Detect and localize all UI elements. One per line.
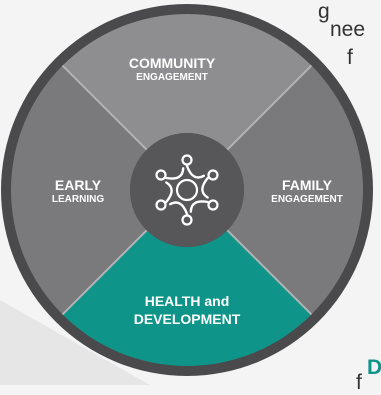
person-head xyxy=(181,214,193,226)
label-sub: ENGAGEMENT xyxy=(271,193,343,205)
label-community-engagement: COMMUNITY ENGAGEMENT xyxy=(112,56,232,83)
text-fragment: f xyxy=(347,46,353,69)
label-main: EARLY xyxy=(54,177,102,193)
person-head xyxy=(155,169,167,181)
label-main: FAMILY xyxy=(281,177,333,193)
divider-line xyxy=(226,229,313,316)
label-health-and-development: HEALTH and DEVELOPMENT xyxy=(102,294,272,326)
text-fragment: f xyxy=(356,371,362,394)
divider-line xyxy=(61,229,148,316)
divider-line xyxy=(226,64,313,151)
segment-family-engagement xyxy=(227,65,364,315)
person-body xyxy=(165,181,173,204)
segment-early-learning xyxy=(11,65,147,315)
label-family-engagement: FAMILY ENGAGEMENT xyxy=(242,178,372,205)
label-sub: LEARNING xyxy=(51,193,105,205)
framework-wheel xyxy=(1,4,373,376)
label-main: COMMUNITY xyxy=(128,55,216,71)
text-fragment: nee xyxy=(330,18,366,41)
text-fragment: D xyxy=(367,356,381,379)
people-circle-icon xyxy=(155,154,219,226)
text-fragment: g xyxy=(318,0,330,23)
person-body xyxy=(168,201,189,216)
person-body xyxy=(185,164,206,179)
center-hub xyxy=(130,133,244,247)
segment-dividers xyxy=(61,64,313,316)
inner-ring xyxy=(175,178,199,202)
background-shape xyxy=(0,300,150,385)
divider-line xyxy=(61,64,148,151)
label-early-learning: EARLY LEARNING xyxy=(28,178,128,205)
label-main: HEALTH and xyxy=(144,293,230,309)
segment-health-and-development xyxy=(62,230,312,367)
label-sub: DEVELOPMENT xyxy=(133,310,241,327)
person-head xyxy=(181,154,193,166)
person-body xyxy=(189,200,209,213)
person-body xyxy=(201,176,209,199)
person-head xyxy=(207,199,219,211)
person-head xyxy=(155,199,167,211)
person-body xyxy=(165,167,185,180)
label-sub: ENGAGEMENT xyxy=(136,71,208,83)
person-head xyxy=(207,169,219,181)
segment-community-engagement xyxy=(62,14,312,150)
